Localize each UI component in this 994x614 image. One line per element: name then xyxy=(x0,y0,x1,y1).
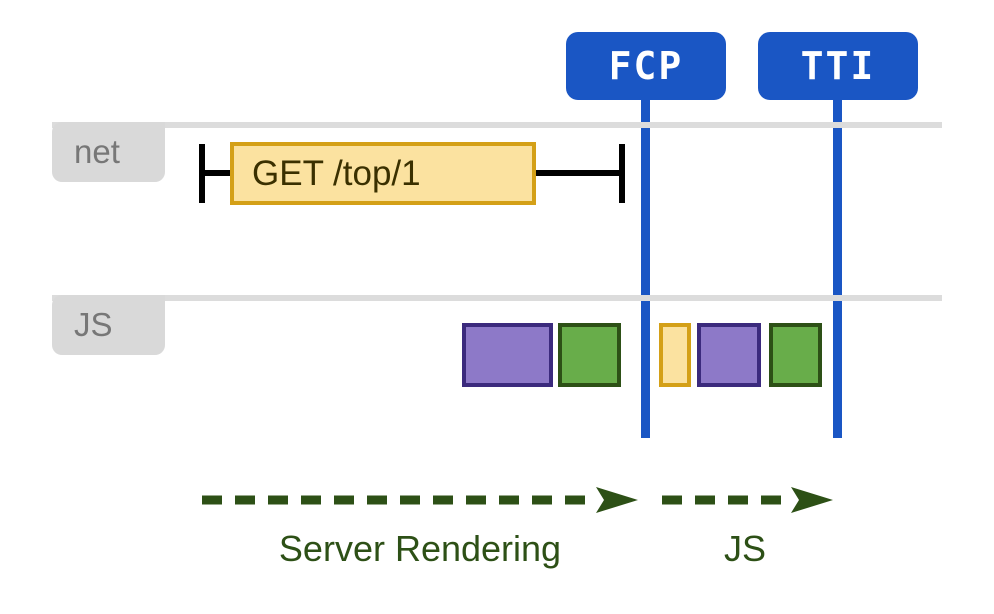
request-start-stem xyxy=(205,170,230,176)
js-phase-arrow xyxy=(662,487,833,513)
server-rendering-label: Server Rendering xyxy=(190,528,650,570)
server-rendering-arrow xyxy=(202,487,638,513)
fcp-marker-line xyxy=(641,98,650,438)
request-end-stem xyxy=(536,170,621,176)
network-request-label: GET /top/1 xyxy=(252,153,421,193)
tti-badge: TTI xyxy=(758,32,918,100)
js-lane-label-text: JS xyxy=(74,306,113,343)
network-request-box[interactable]: GET /top/1 xyxy=(230,142,536,205)
net-lane-label: net xyxy=(52,122,165,182)
server-rendering-label-text: Server Rendering xyxy=(278,528,562,569)
net-lane-rule xyxy=(52,122,942,128)
js-task-block[interactable] xyxy=(659,323,691,387)
js-task-block[interactable] xyxy=(697,323,761,387)
js-task-block[interactable] xyxy=(462,323,553,387)
fcp-badge-label: FCP xyxy=(608,44,684,88)
js-task-block[interactable] xyxy=(769,323,822,387)
js-phase-label: JS xyxy=(645,528,845,570)
request-end-cap xyxy=(619,144,625,203)
js-phase-label-text: JS xyxy=(723,528,766,569)
request-start-cap xyxy=(199,144,205,203)
tti-marker-line xyxy=(833,98,842,438)
js-lane-rule xyxy=(52,295,942,301)
js-lane-label: JS xyxy=(52,295,165,355)
fcp-badge: FCP xyxy=(566,32,726,100)
tti-badge-label: TTI xyxy=(800,44,876,88)
js-task-block[interactable] xyxy=(558,323,621,387)
net-lane-label-text: net xyxy=(74,133,120,170)
